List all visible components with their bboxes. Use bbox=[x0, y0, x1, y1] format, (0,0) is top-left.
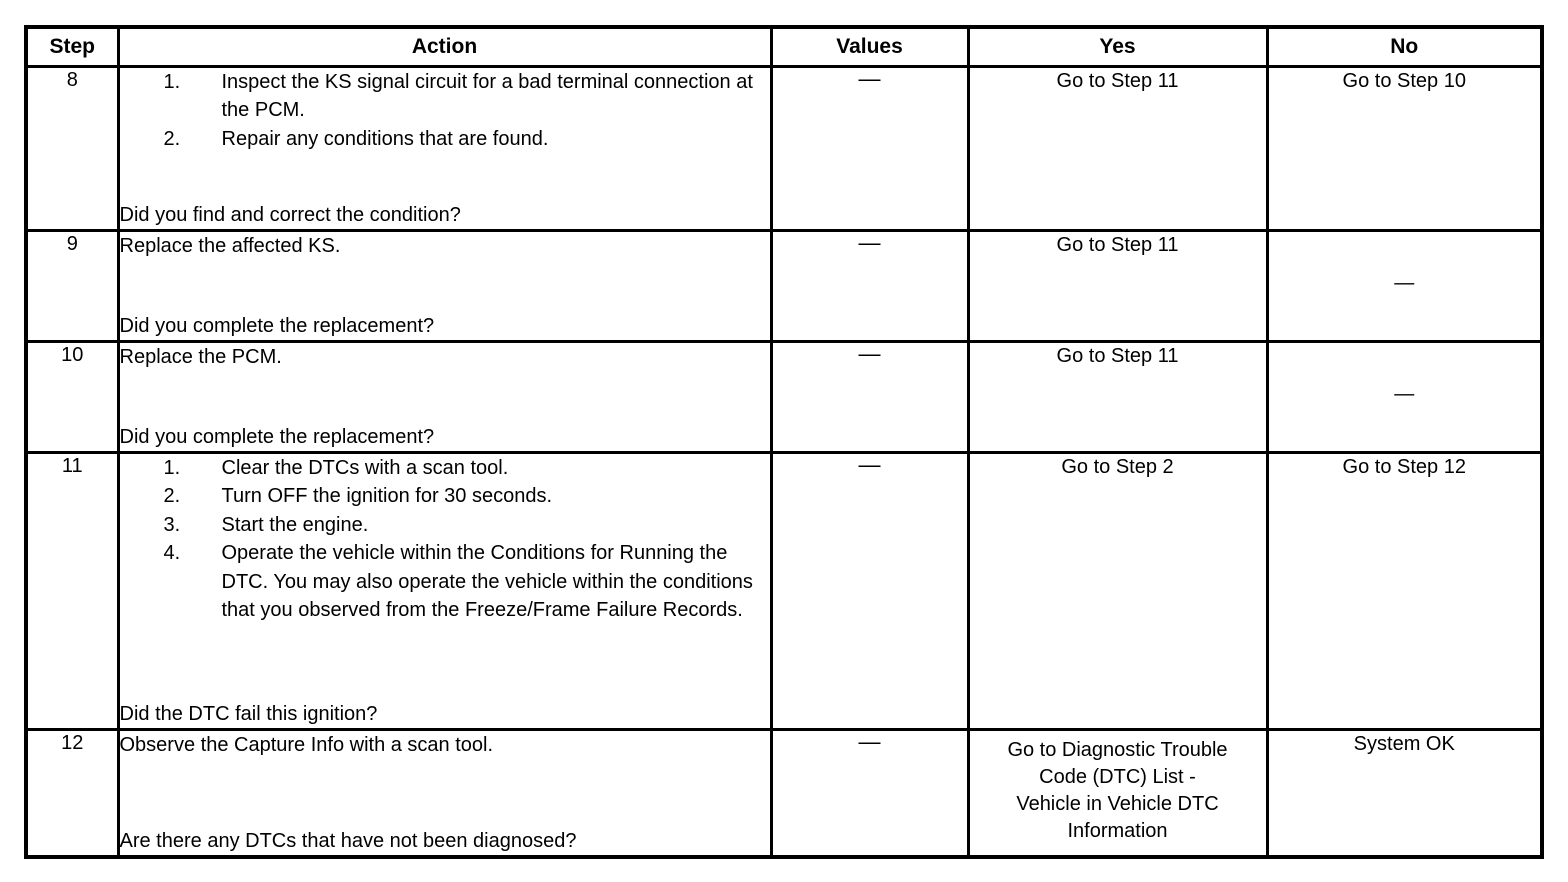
list-item: 1. Inspect the KS signal circuit for a b… bbox=[120, 68, 770, 125]
list-item-number: 1. bbox=[163, 457, 181, 479]
em-dash: — bbox=[858, 66, 881, 91]
no-branch-cell: — bbox=[1265, 340, 1544, 454]
action-cell: Observe the Capture Info with a scan too… bbox=[116, 728, 773, 859]
no-branch-cell: Go to Step 12 bbox=[1265, 451, 1544, 731]
column-header-yes: Yes bbox=[966, 25, 1269, 68]
column-header-step: Step bbox=[24, 25, 120, 68]
action-step-list: 1. Clear the DTCs with a scan tool. 2. T… bbox=[120, 454, 770, 624]
yes-branch-line: Code (DTC) List - bbox=[1039, 765, 1196, 788]
spacer bbox=[120, 260, 770, 311]
action-cell: 1. Inspect the KS signal circuit for a b… bbox=[116, 65, 773, 232]
table-row: 8 1. Inspect the KS signal circuit for a… bbox=[24, 65, 1544, 232]
em-dash: — bbox=[858, 452, 881, 477]
list-item: 3. Start the engine. bbox=[120, 511, 770, 539]
yes-branch-cell: Go to Step 11 bbox=[966, 340, 1269, 454]
yes-branch-line: Go to Diagnostic Trouble bbox=[1007, 738, 1228, 761]
list-item-number: 3. bbox=[163, 513, 181, 536]
action-cell: 1. Clear the DTCs with a scan tool. 2. T… bbox=[116, 451, 773, 731]
action-question: Are there any DTCs that have not been di… bbox=[119, 829, 577, 852]
yes-branch-line: Vehicle in Vehicle DTC bbox=[1016, 793, 1219, 815]
spacer bbox=[120, 759, 770, 826]
list-item-number: 2. bbox=[163, 127, 181, 150]
diagnostic-procedure-table: Step Action Values Yes No 8 1. Inspect t… bbox=[24, 25, 1544, 859]
no-branch-cell: Go to Step 10 bbox=[1265, 65, 1544, 232]
em-dash: — bbox=[858, 341, 881, 366]
action-step-list: 1. Inspect the KS signal circuit for a b… bbox=[120, 68, 770, 153]
action-question: Did you find and correct the condition? bbox=[119, 203, 461, 226]
yes-branch-cell: Go to Step 2 bbox=[966, 451, 1269, 731]
step-number: 9 bbox=[24, 229, 120, 343]
values-cell: — bbox=[769, 728, 970, 859]
values-cell: — bbox=[769, 65, 970, 232]
table-row: 11 1. Clear the DTCs with a scan tool. 2… bbox=[24, 451, 1544, 731]
column-header-action: Action bbox=[116, 25, 773, 68]
table-body: 8 1. Inspect the KS signal circuit for a… bbox=[24, 65, 1544, 859]
values-cell: — bbox=[769, 340, 970, 454]
list-item: 2. Turn OFF the ignition for 30 seconds. bbox=[120, 482, 770, 510]
table-row: 10 Replace the PCM. Did you complete the… bbox=[24, 340, 1544, 454]
action-intro: Replace the PCM. bbox=[119, 346, 282, 368]
list-item-text: Turn OFF the ignition for 30 seconds. bbox=[221, 485, 553, 508]
list-item-number: 2. bbox=[163, 485, 181, 508]
column-header-values: Values bbox=[769, 25, 970, 68]
action-question: Did the DTC fail this ignition? bbox=[119, 702, 378, 725]
action-cell: Replace the affected KS. Did you complet… bbox=[116, 229, 773, 343]
table-row: 12 Observe the Capture Info with a scan … bbox=[24, 728, 1544, 859]
em-dash: — bbox=[858, 230, 881, 255]
list-item: 1. Clear the DTCs with a scan tool. bbox=[120, 454, 770, 482]
no-branch-cell: System OK bbox=[1265, 728, 1544, 859]
list-item-number: 1. bbox=[163, 71, 181, 93]
spacer bbox=[120, 624, 770, 699]
list-item-number: 4. bbox=[163, 542, 181, 565]
action-question: Did you complete the replacement? bbox=[119, 314, 435, 337]
action-intro: Observe the Capture Info with a scan too… bbox=[119, 734, 494, 756]
action-intro: Replace the affected KS. bbox=[119, 235, 341, 257]
step-number: 12 bbox=[24, 728, 120, 859]
spacer bbox=[120, 153, 770, 200]
list-item: 4. Operate the vehicle within the Condit… bbox=[120, 539, 770, 624]
header-row: Step Action Values Yes No bbox=[24, 25, 1544, 68]
no-branch-cell: — bbox=[1265, 229, 1544, 343]
list-item-text: Repair any conditions that are found. bbox=[221, 127, 549, 150]
column-header-no: No bbox=[1265, 25, 1544, 68]
em-dash: — bbox=[858, 729, 881, 754]
step-number: 8 bbox=[24, 65, 120, 232]
table-header: Step Action Values Yes No bbox=[24, 25, 1544, 68]
yes-branch-line: Information bbox=[1067, 820, 1168, 843]
yes-branch-cell: Go to Diagnostic Trouble Code (DTC) List… bbox=[966, 728, 1269, 859]
action-question: Did you complete the replacement? bbox=[119, 425, 435, 448]
list-item-text: Operate the vehicle within the Condition… bbox=[221, 542, 753, 621]
spacer bbox=[120, 371, 770, 422]
yes-branch-cell: Go to Step 11 bbox=[966, 65, 1269, 232]
values-cell: — bbox=[769, 451, 970, 731]
values-cell: — bbox=[769, 229, 970, 343]
list-item: 2. Repair any conditions that are found. bbox=[120, 125, 770, 153]
list-item-text: Inspect the KS signal circuit for a bad … bbox=[221, 71, 753, 122]
table-row: 9 Replace the affected KS. Did you compl… bbox=[24, 229, 1544, 343]
step-number: 11 bbox=[24, 451, 120, 731]
list-item-text: Clear the DTCs with a scan tool. bbox=[221, 457, 509, 479]
yes-branch-text: Go to Diagnostic Trouble Code (DTC) List… bbox=[970, 737, 1266, 846]
list-item-text: Start the engine. bbox=[221, 513, 369, 536]
step-number: 10 bbox=[24, 340, 120, 454]
action-cell: Replace the PCM. Did you complete the re… bbox=[116, 340, 773, 454]
yes-branch-cell: Go to Step 11 bbox=[966, 229, 1269, 343]
